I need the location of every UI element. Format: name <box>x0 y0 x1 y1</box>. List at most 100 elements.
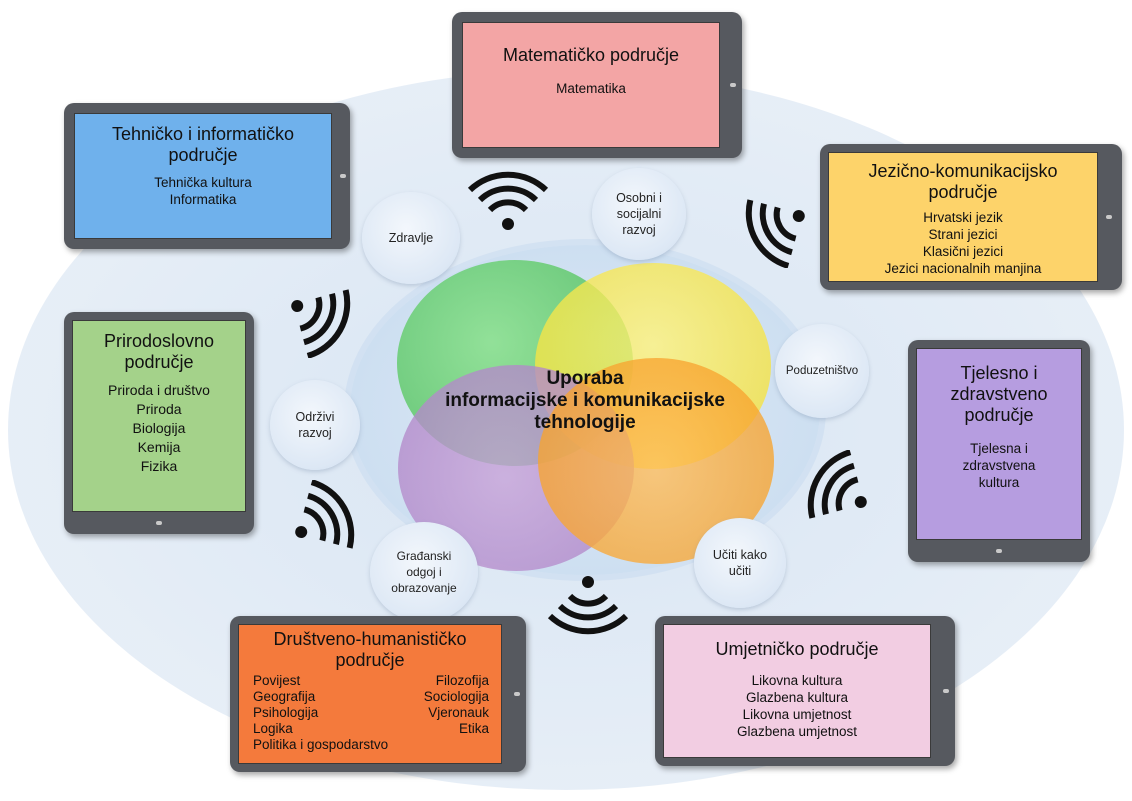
tablet-home-button <box>340 174 346 178</box>
theme-bubble-poduzetnistvo: Poduzetništvo <box>775 324 869 418</box>
area-title: Jezično-komunikacijsko područje <box>829 161 1097 203</box>
area-title-line: Prirodoslovno <box>103 331 215 351</box>
area-title-line: Jezično-komunikacijsko <box>868 161 1058 181</box>
center-title-line: tehnologije <box>534 412 636 433</box>
subject-item: Povijest <box>253 673 301 688</box>
subject-item: Geografija <box>253 689 316 704</box>
area-title-line: Matematičko područje <box>502 45 680 65</box>
center-title-line: informacijske i komunikacijske <box>445 390 725 411</box>
tablet-umjetnicko-podrucje: Umjetničko područje Likovna kultura Glaz… <box>655 616 955 766</box>
tablet-screen: Matematičko područje Matematika <box>462 22 720 148</box>
area-title-line: Društveno-humanističko <box>273 629 467 649</box>
tablet-tehnicko-podrucje: Tehničko i informatičko područje Tehničk… <box>64 103 350 249</box>
theme-bubble-osobni-razvoj: Osobni i socijalni razvoj <box>592 168 686 260</box>
subject-item: Psihologija <box>253 705 319 720</box>
subject-item: Fizika <box>140 458 178 474</box>
tablet-screen: Umjetničko područje Likovna kultura Glaz… <box>663 624 931 758</box>
area-title-line: Umjetničko područje <box>715 639 879 659</box>
theme-label: odgoj i <box>406 565 442 579</box>
subject-item: Jezici nacionalnih manjina <box>884 261 1042 276</box>
area-title-line: zdravstveno <box>950 384 1048 404</box>
theme-label: Poduzetništvo <box>785 365 859 377</box>
theme-label: učiti <box>728 564 752 578</box>
tablet-screen: Tjelesno i zdravstveno područje Tjelesna… <box>916 348 1082 540</box>
wifi-signal-icon <box>291 289 351 358</box>
subject-item: Politika i gospodarstvo <box>253 737 389 752</box>
tablet-screen: Prirodoslovno područje Priroda i društvo… <box>72 320 246 512</box>
theme-label: Učiti kako <box>712 548 768 562</box>
area-title-line: područje <box>168 145 238 165</box>
tablet-screen: Tehničko i informatičko područje Tehničk… <box>74 113 332 239</box>
theme-bubble-uciti-kako-uciti: Učiti kako učiti <box>694 518 786 608</box>
subject-item: Glazbena kultura <box>745 690 849 705</box>
tablet-home-button <box>943 689 949 693</box>
tablet-home-button <box>1106 215 1112 219</box>
area-title-line: Tjelesno i <box>960 363 1038 383</box>
area-subject-list: Hrvatski jezik Strani jezici Klasični je… <box>829 209 1097 277</box>
area-subject-list: Tjelesna i zdravstvena kultura <box>917 440 1081 491</box>
area-title-line: područje <box>335 650 405 670</box>
theme-label: Zdravlje <box>388 231 434 245</box>
subject-column-right: Filozofija Sociologija Vjeronauk Etika <box>424 673 489 737</box>
subject-item: Logika <box>253 721 293 736</box>
tablet-screen: Jezično-komunikacijsko područje Hrvatski… <box>828 152 1098 282</box>
tablet-tjelesno-podrucje: Tjelesno i zdravstveno područje Tjelesna… <box>908 340 1090 562</box>
area-title: Matematičko područje <box>463 45 719 66</box>
area-subject-list: Matematika <box>463 80 719 97</box>
wifi-signal-icon <box>548 576 628 635</box>
wifi-signal-icon <box>295 480 355 549</box>
theme-label: obrazovanje <box>391 581 457 595</box>
subject-item: Glazbena umjetnost <box>736 724 858 739</box>
theme-label: razvoj <box>622 223 656 237</box>
theme-bubble-gradanski-odgoj: Građanski odgoj i obrazovanje <box>370 522 478 622</box>
theme-bubble-zdravlje: Zdravlje <box>362 192 460 284</box>
tablet-home-button <box>514 692 520 696</box>
subject-item: Etika <box>458 721 489 736</box>
center-title-line: Uporaba <box>546 368 624 389</box>
area-subject-list: Priroda i društvo Priroda Biologija Kemi… <box>73 381 245 476</box>
subject-item: zdravstvena <box>962 458 1036 473</box>
subject-item: Vjeronauk <box>428 705 489 720</box>
area-subject-list: Likovna kultura Glazbena kultura Likovna… <box>664 672 930 740</box>
subject-item: Filozofija <box>435 673 489 688</box>
area-title-line: Tehničko i informatičko <box>111 124 295 144</box>
tablet-home-button <box>156 521 162 525</box>
subject-item: Sociologija <box>423 689 489 704</box>
theme-label: Građanski <box>396 549 452 563</box>
subject-item: Kemija <box>137 439 181 455</box>
tablet-screen: Društveno-humanističko područje Povijest… <box>238 624 502 764</box>
subject-item: Hrvatski jezik <box>923 210 1003 225</box>
tablet-jezicno-podrucje: Jezično-komunikacijsko područje Hrvatski… <box>820 144 1122 290</box>
subject-item: Klasični jezici <box>922 244 1004 259</box>
center-title: Uporaba informacijske i komunikacijske t… <box>405 368 765 434</box>
wifi-signal-icon <box>745 199 805 268</box>
area-title: Tehničko i informatičko područje <box>75 124 331 166</box>
subject-item: Priroda <box>136 401 182 417</box>
subject-item: Likovna umjetnost <box>742 707 852 722</box>
subject-item: Matematika <box>556 81 626 96</box>
subject-item: Biologija <box>132 420 186 436</box>
area-title: Tjelesno i zdravstveno područje <box>917 363 1081 426</box>
wifi-signal-icon <box>468 171 548 230</box>
area-title: Umjetničko područje <box>664 639 930 660</box>
theme-label: socijalni <box>616 207 662 221</box>
area-title: Prirodoslovno područje <box>73 331 245 373</box>
subject-column-left: Povijest Geografija Psihologija Logika P… <box>253 673 388 753</box>
tablet-prirodoslovno-podrucje: Prirodoslovno područje Priroda i društvo… <box>64 312 254 534</box>
tablet-home-button <box>730 83 736 87</box>
subject-item: Tjelesna i <box>970 441 1028 456</box>
tablet-home-button <box>996 549 1002 553</box>
wifi-signal-icon <box>807 450 867 519</box>
subject-item: kultura <box>978 475 1020 490</box>
subject-item: Likovna kultura <box>751 673 843 688</box>
area-title: Društveno-humanističko područje <box>239 629 501 671</box>
tablet-drustveno-podrucje: Društveno-humanističko područje Povijest… <box>230 616 526 772</box>
area-title-line: područje <box>124 352 194 372</box>
subject-item: Informatika <box>169 192 237 207</box>
theme-label: razvoj <box>298 426 332 440</box>
tablet-matematicko-podrucje: Matematičko područje Matematika <box>452 12 742 158</box>
theme-label: Održivi <box>295 410 335 424</box>
area-title-line: područje <box>928 182 998 202</box>
area-title-line: područje <box>964 405 1034 425</box>
